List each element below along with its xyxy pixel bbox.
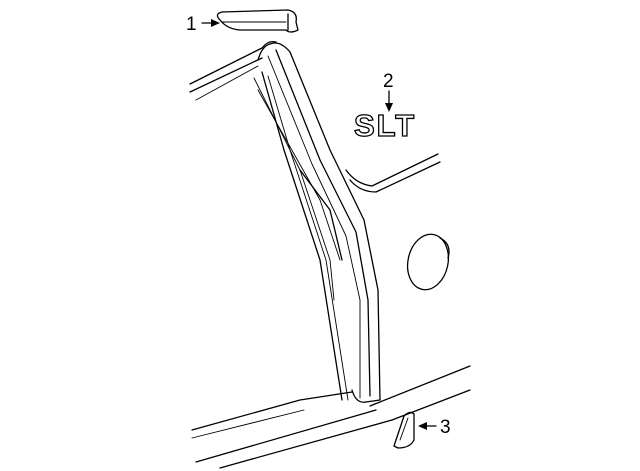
callout-2-arrow-head: [385, 103, 393, 112]
callout-1: 1: [186, 14, 220, 35]
part-1-roof-lamp: [216, 9, 299, 33]
callout-3: 3: [418, 417, 451, 438]
part-3-molding: [393, 411, 415, 449]
callout-2: 2: [383, 71, 394, 112]
callout-2-number: 2: [383, 71, 394, 92]
cab-body: [189, 40, 471, 469]
badge-text: SLT: [354, 108, 416, 143]
part-2-slt-badge: SLT: [353, 107, 416, 143]
fuel-door-outline: [406, 233, 450, 291]
callout-3-arrow-head: [418, 422, 427, 430]
callout-1-arrow-head: [211, 19, 220, 27]
callout-1-number: 1: [186, 14, 197, 35]
callout-3-number: 3: [440, 417, 451, 438]
